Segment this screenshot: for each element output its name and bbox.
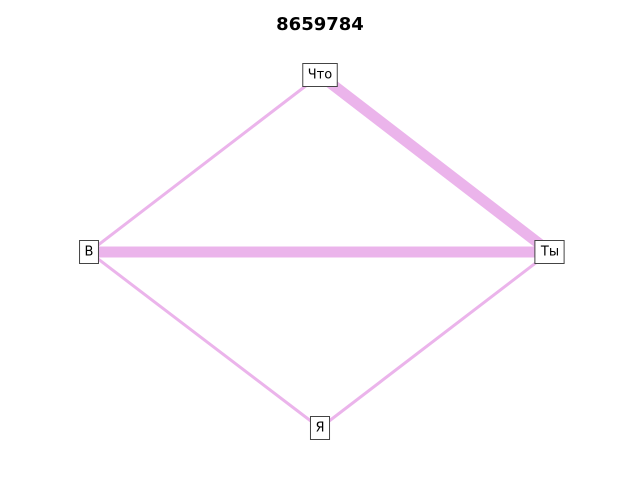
node-box xyxy=(309,416,331,440)
diagram-title: 8659784 xyxy=(276,14,364,35)
node-label: Что xyxy=(308,68,332,83)
edge-v-ya xyxy=(88,250,321,430)
node-v: В xyxy=(79,240,99,264)
edges-layer xyxy=(88,70,554,430)
edge-ty-ya xyxy=(319,250,551,430)
node-label: Ты xyxy=(540,245,559,260)
node-box xyxy=(302,63,338,87)
node-chto: Что xyxy=(302,63,338,87)
node-ya: Я xyxy=(309,416,331,440)
node-ty: Ты xyxy=(534,240,565,264)
node-label: В xyxy=(85,245,94,260)
edge-chto-v xyxy=(88,73,321,254)
node-box xyxy=(534,240,565,264)
edge-chto-ty xyxy=(316,70,554,257)
node-box xyxy=(79,240,99,264)
node-label: Я xyxy=(315,421,324,436)
